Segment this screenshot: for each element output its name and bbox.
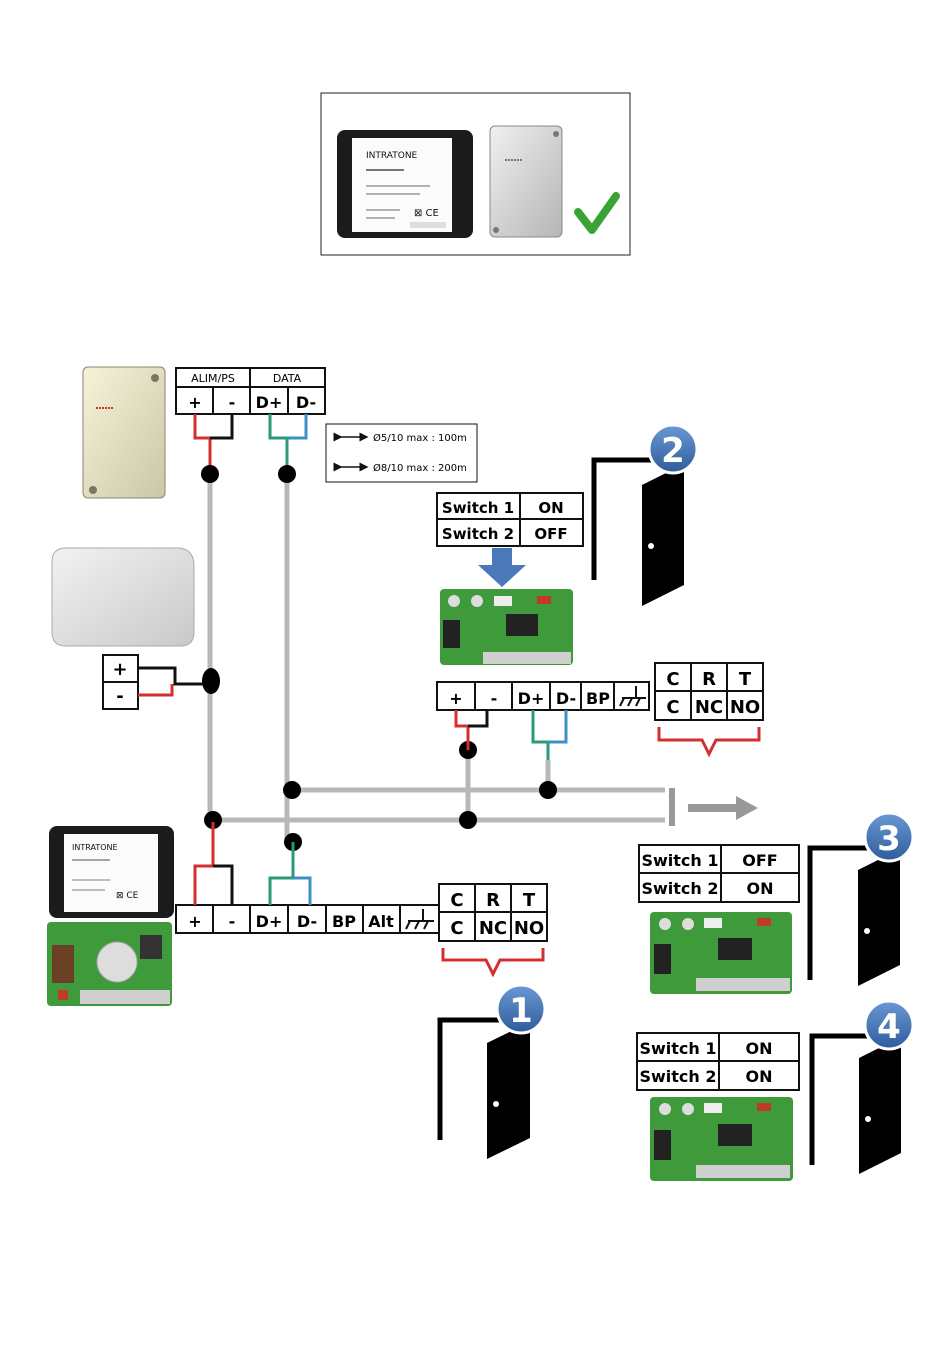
door-4-icon: 4 — [812, 1001, 913, 1174]
cable-legend-line1: Ø5/10 max : 100m — [373, 432, 467, 444]
m2-relay-c2: C — [666, 697, 679, 718]
door-1-number: 1 — [509, 991, 533, 1031]
module3-switch1-label: Switch 1 — [641, 851, 718, 870]
module2-switch2-value: OFF — [534, 525, 567, 543]
module-4: Switch 1 ON Switch 2 ON 4 — [637, 1001, 913, 1181]
intratone-module-black: INTRATONE ⊠ CE — [337, 130, 473, 238]
m2-relay-r: R — [702, 669, 716, 690]
product-photo-box: INTRATONE ⊠ CE — [321, 93, 630, 255]
top-dminus-terminal: D- — [296, 393, 316, 412]
controller-enclosure — [83, 367, 165, 498]
m2-relay-t: T — [739, 669, 752, 690]
power-supply: + - — [52, 548, 203, 709]
module2-switch1-label: Switch 1 — [442, 499, 514, 517]
module3-switch2-label: Switch 2 — [641, 879, 718, 898]
top-dplus-terminal: D+ — [256, 393, 283, 412]
main-relay-nc: NC — [479, 918, 507, 939]
module3-pcb — [650, 912, 792, 994]
module4-switch2-value: ON — [746, 1067, 773, 1086]
m2-dplus-terminal: D+ — [518, 689, 545, 708]
m2-bp-terminal: BP — [586, 689, 610, 708]
door-4-number: 4 — [877, 1007, 901, 1047]
metal-enclosure — [490, 126, 562, 237]
svg-text:⊠ CE: ⊠ CE — [414, 208, 439, 219]
module2-switch2-label: Switch 2 — [442, 525, 514, 543]
main-minus-terminal: - — [229, 912, 236, 931]
door-3-icon: 3 — [810, 813, 913, 986]
module4-switch2-label: Switch 2 — [639, 1067, 716, 1086]
cable-legend-line2: Ø8/10 max : 200m — [373, 462, 467, 474]
door-2-number: 2 — [661, 431, 685, 471]
main-relay-c: C — [450, 890, 463, 911]
main-relay-c2: C — [450, 918, 463, 939]
top-plus-terminal: + — [188, 393, 201, 412]
m2-relay-c: C — [666, 669, 679, 690]
main-module: INTRATONE ⊠ CE + - D+ D- BP — [47, 822, 547, 1159]
module2-terminal-strip: + - D+ D- BP C R T C NC NO — [437, 663, 763, 754]
module-2: Switch 1 ON Switch 2 OFF + - D+ D- — [437, 425, 763, 760]
m2-minus-terminal: - — [491, 689, 498, 708]
m2-plus-terminal: + — [449, 689, 462, 708]
module2-pcb — [440, 589, 573, 665]
module-3: Switch 1 OFF Switch 2 ON 3 — [639, 813, 913, 994]
main-module-black: INTRATONE ⊠ CE — [49, 826, 174, 918]
top-power-wires — [195, 414, 306, 474]
down-arrow-icon — [478, 548, 526, 587]
svg-text:⊠ CE: ⊠ CE — [116, 891, 139, 901]
continue-arrow-icon — [688, 796, 758, 820]
main-bp-terminal: BP — [332, 912, 356, 931]
brand-text: INTRATONE — [366, 151, 418, 161]
alim-ps-label: ALIM/PS — [191, 372, 235, 385]
module4-switch1-label: Switch 1 — [639, 1039, 716, 1058]
module3-switch1-value: OFF — [742, 851, 777, 870]
module2-switch1-value: ON — [538, 499, 563, 517]
m2-relay-no: NO — [730, 697, 760, 718]
door-1-icon: 1 — [440, 985, 545, 1159]
main-relay-no: NO — [514, 918, 544, 939]
data-label: DATA — [273, 372, 302, 385]
main-brand-text: INTRATONE — [72, 843, 118, 852]
main-relay-bracket — [443, 948, 543, 974]
main-dminus-terminal: D- — [297, 912, 317, 931]
cable-legend: Ø5/10 max : 100m Ø8/10 max : 200m — [326, 424, 477, 482]
door-3-number: 3 — [877, 819, 901, 859]
door-2-icon: 2 — [594, 425, 697, 606]
top-minus-terminal: - — [229, 393, 236, 412]
module4-pcb — [650, 1097, 793, 1181]
main-relay-t: T — [523, 890, 536, 911]
top-terminal-block: ALIM/PS DATA + - D+ D- — [176, 368, 325, 414]
main-dplus-terminal: D+ — [256, 912, 283, 931]
relay-bracket — [659, 727, 759, 754]
psu-plus-terminal: + — [112, 659, 127, 680]
module4-switch1-value: ON — [746, 1039, 773, 1058]
main-module-pcb — [47, 922, 172, 1006]
main-relay-r: R — [486, 890, 500, 911]
m2-relay-nc: NC — [695, 697, 723, 718]
module3-switch2-value: ON — [747, 879, 774, 898]
main-alt-terminal: Alt — [368, 912, 394, 931]
main-plus-terminal: + — [188, 912, 201, 931]
m2-dminus-terminal: D- — [556, 689, 576, 708]
psu-minus-terminal: - — [116, 686, 123, 707]
